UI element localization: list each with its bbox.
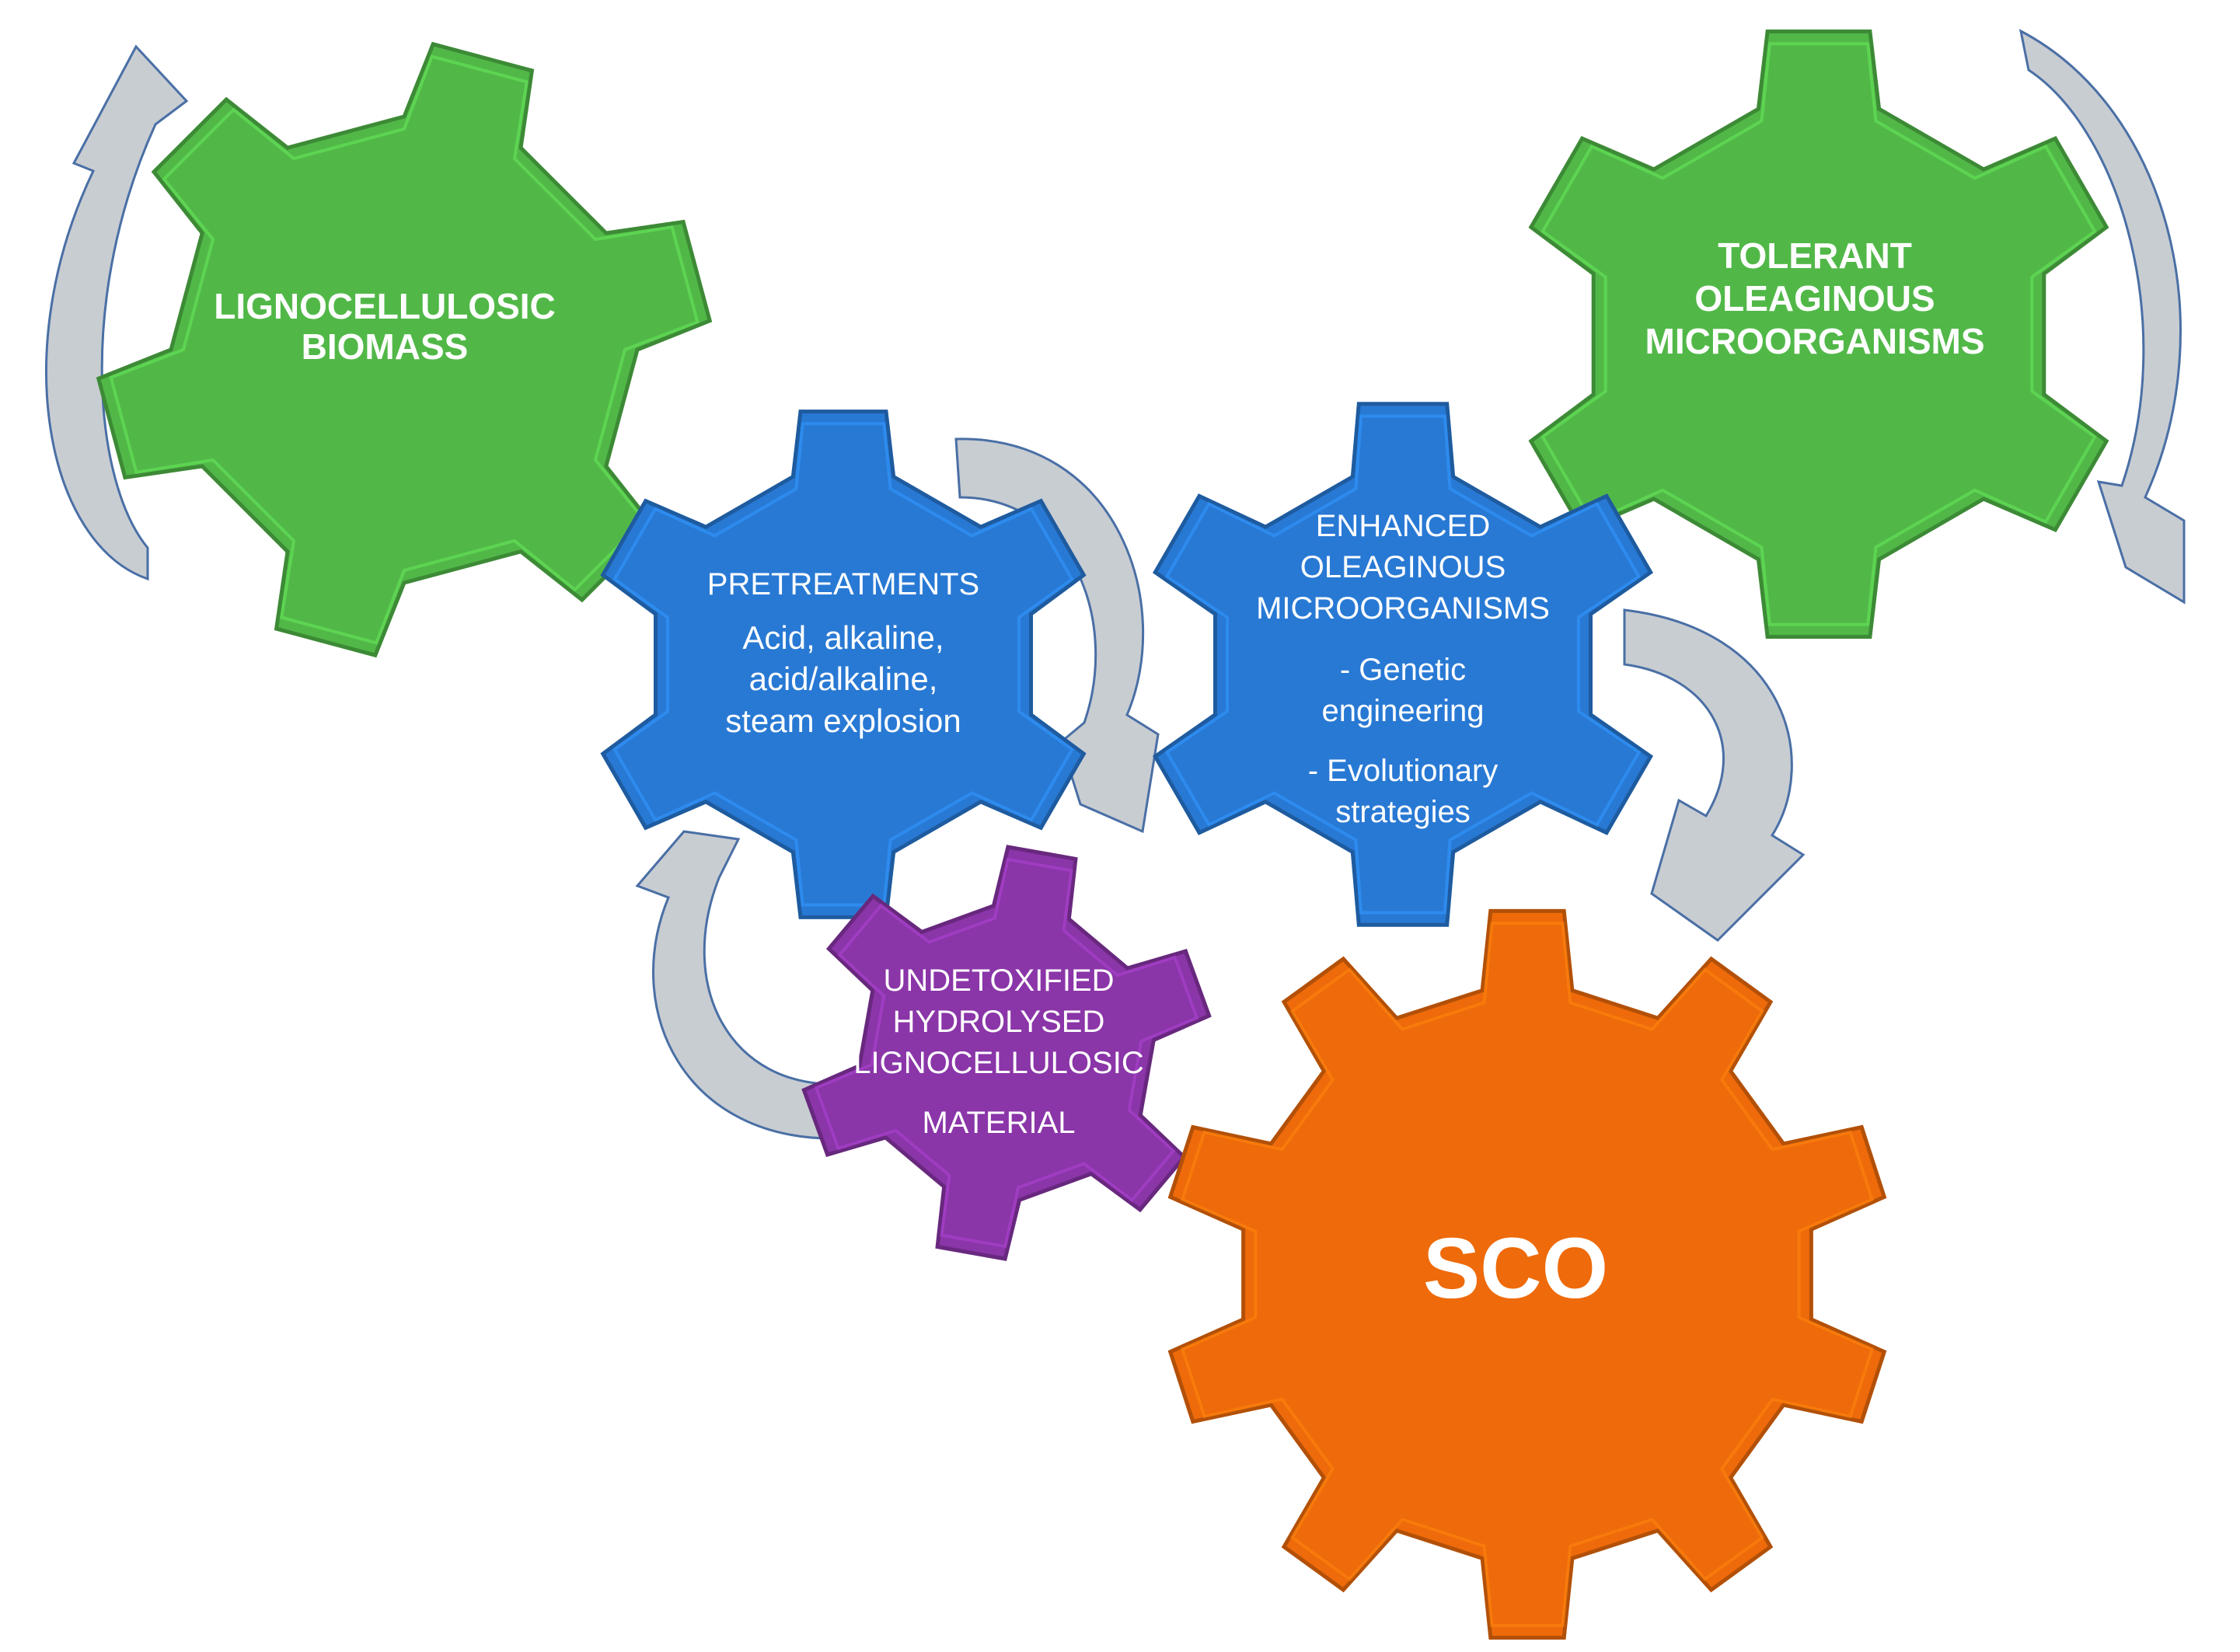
pretreatments-title: PRETREATMENTS [707,567,979,601]
gear-sco-body [1167,908,1887,1640]
biomass-label-line-1: LIGNOCELLULOSIC [214,286,556,326]
gear-undetoxified [801,845,1212,1261]
gear-enhanced-label: ENHANCED OLEAGINOUS MICROORGANISMS - Gen… [1256,509,1550,829]
gear-sco-bevel [1180,922,1875,1627]
gear-enhanced [1152,402,1654,927]
enhanced-title-1: ENHANCED [1316,509,1490,543]
pretreatments-detail-3: steam explosion [725,702,961,739]
gear-tolerant-label: TOLERANT OLEAGINOUS MICROORGANISMS [1645,235,1985,361]
undetoxified-line-1: UNDETOXIFIED [883,964,1114,998]
undetoxified-line-3: LIGNOCELLULOSIC [853,1046,1143,1080]
gear-undetoxified-body [801,845,1212,1261]
enhanced-item1-line-2: engineering [1321,694,1484,728]
enhanced-title-3: MICROORGANISMS [1256,591,1550,626]
undetoxified-line-2: HYDROLYSED [893,1005,1105,1039]
tolerant-label-line-2: OLEAGINOUS [1694,278,1935,319]
gear-undetoxified-label: UNDETOXIFIED HYDROLYSED LIGNOCELLULOSIC … [853,964,1143,1140]
arrow-biomass-cycle [45,44,189,581]
gear-sco-label: SCO [1423,1221,1608,1316]
gear-biomass [96,41,713,658]
pretreatments-detail-2: acid/alkaline, [749,660,938,697]
gear-pretreatments [600,410,1087,919]
biomass-label-line-2: BIOMASS [302,326,469,367]
gear-tolerant-bevel [1540,42,2097,626]
arrow-enhanced-to-sco [1623,608,1806,942]
gear-biomass-label: LIGNOCELLULOSIC BIOMASS [214,286,556,367]
gear-pretreatments-label: PRETREATMENTS Acid, alkaline, acid/alkal… [707,567,979,739]
enhanced-title-2: OLEAGINOUS [1300,550,1506,584]
tolerant-label-line-3: MICROORGANISMS [1645,321,1985,361]
sco-label: SCO [1423,1221,1608,1316]
gear-pretreatments-bevel [612,422,1074,907]
tolerant-label-line-1: TOLERANT [1718,235,1912,276]
gear-sco [1167,908,1887,1640]
gear-tolerant-body [1528,30,2109,639]
undetoxified-line-4: MATERIAL [922,1106,1075,1140]
gear-pretreatments-body [600,410,1087,919]
gear-tolerant [1528,30,2109,639]
gear-undetoxified-bevel [814,857,1199,1249]
gear-biomass-body [96,41,713,658]
gear-biomass-bevel [109,54,700,645]
cycle-arrows [45,29,2186,1140]
arrow-undetoxified-cycle [635,830,841,1140]
enhanced-item2-line-1: - Evolutionary [1308,754,1499,788]
arrow-tolerant-cycle [2018,29,2186,605]
enhanced-item1-line-1: - Genetic [1340,653,1466,687]
pretreatments-detail-1: Acid, alkaline, [742,619,944,656]
enhanced-item2-line-2: strategies [1335,795,1470,829]
gear-enhanced-bevel [1164,414,1642,915]
